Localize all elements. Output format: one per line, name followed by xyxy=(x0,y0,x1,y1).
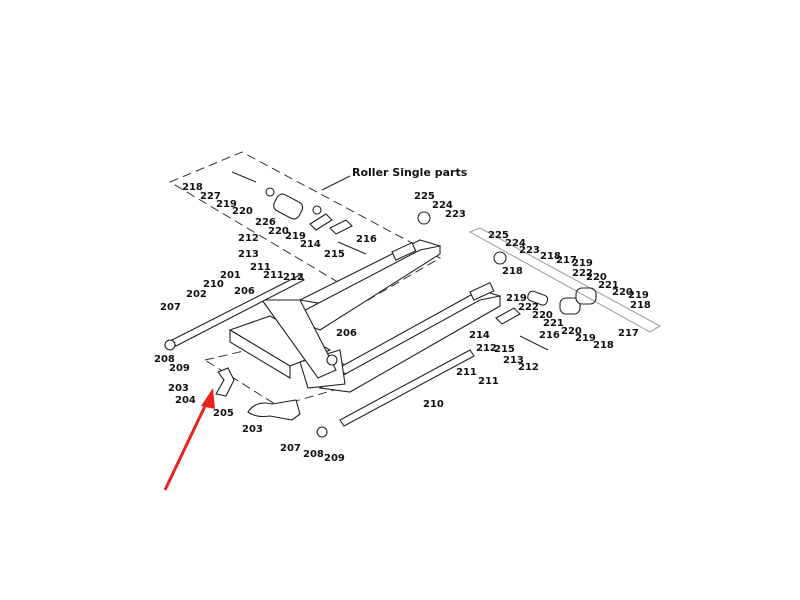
part-label: 214 xyxy=(300,239,321,250)
part-label: 215 xyxy=(494,344,515,355)
part-label: 220 xyxy=(232,206,253,217)
part-label: 207 xyxy=(280,443,301,454)
part-label: 204 xyxy=(175,395,196,406)
part-label: 210 xyxy=(423,399,444,410)
part-label: 218 xyxy=(593,340,614,351)
part-label: 207 xyxy=(160,302,181,313)
part-label: 222 xyxy=(572,268,593,279)
part-label: 219 xyxy=(628,290,649,301)
part-label: 203 xyxy=(168,383,189,394)
part-label: 215 xyxy=(324,249,345,260)
red-pointer-arrow xyxy=(163,388,215,491)
part-label: 206 xyxy=(234,286,255,297)
part-label: 223 xyxy=(519,245,540,256)
part-label: 212 xyxy=(476,343,497,354)
part-label: 211 xyxy=(478,376,499,387)
part-label: 220 xyxy=(561,326,582,337)
main-frame xyxy=(228,299,346,389)
part-label: 217 xyxy=(618,328,639,339)
part-label: 210 xyxy=(203,279,224,290)
part-label: 208 xyxy=(154,354,175,365)
part-label: 202 xyxy=(186,289,207,300)
part-label: 201 xyxy=(220,270,241,281)
caption-leader-line xyxy=(321,175,351,191)
part-label: 209 xyxy=(324,453,345,464)
part-label: 219 xyxy=(572,258,593,269)
right-fork xyxy=(318,281,502,393)
part-label: 218 xyxy=(502,266,523,277)
part-label: 216 xyxy=(356,234,377,245)
load-wheels xyxy=(417,211,662,351)
part-label: 218 xyxy=(540,251,561,262)
part-number-labels: 218 227 219 220 226 220 219 214 215 216 … xyxy=(154,182,651,464)
part-label: 227 xyxy=(200,191,221,202)
part-label: 221 xyxy=(598,280,619,291)
part-label: 208 xyxy=(303,449,324,460)
part-label: 219 xyxy=(506,293,527,304)
roller-single-parts-box xyxy=(168,151,442,301)
part-label: 226 xyxy=(255,217,276,228)
part-label: 220 xyxy=(612,287,633,298)
part-label: 219 xyxy=(575,333,596,344)
part-label: 225 xyxy=(488,230,509,241)
part-label: 211 xyxy=(263,270,284,281)
part-label: 209 xyxy=(169,363,190,374)
part-label: 217 xyxy=(556,255,577,266)
part-label: 211 xyxy=(456,367,477,378)
caption-roller-single-parts: Roller Single parts xyxy=(352,166,468,179)
part-label: 213 xyxy=(503,355,524,366)
part-label: 223 xyxy=(445,209,466,220)
part-label: 219 xyxy=(285,231,306,242)
lever-arms xyxy=(215,367,301,421)
part-label: 214 xyxy=(469,330,490,341)
part-label: 212 xyxy=(518,362,539,373)
part-label: 220 xyxy=(268,226,289,237)
part-label: 220 xyxy=(532,310,553,321)
part-label: 222 xyxy=(518,302,539,313)
part-label: 219 xyxy=(216,199,237,210)
part-label: 212 xyxy=(283,272,304,283)
part-label: 218 xyxy=(630,300,651,311)
part-label: 218 xyxy=(182,182,203,193)
part-label: 220 xyxy=(586,272,607,283)
part-label: 225 xyxy=(414,191,435,202)
push-rods xyxy=(164,274,475,438)
part-label: 224 xyxy=(432,200,453,211)
part-label: 203 xyxy=(242,424,263,435)
part-label: 221 xyxy=(543,318,564,329)
part-label: 216 xyxy=(539,330,560,341)
part-label: 224 xyxy=(505,238,526,249)
part-label: 206 xyxy=(336,328,357,339)
part-label: 213 xyxy=(238,249,259,260)
single-roller-parts xyxy=(231,171,367,255)
part-label: 211 xyxy=(250,262,271,273)
part-label: 212 xyxy=(238,233,259,244)
part-label: 205 xyxy=(213,408,234,419)
